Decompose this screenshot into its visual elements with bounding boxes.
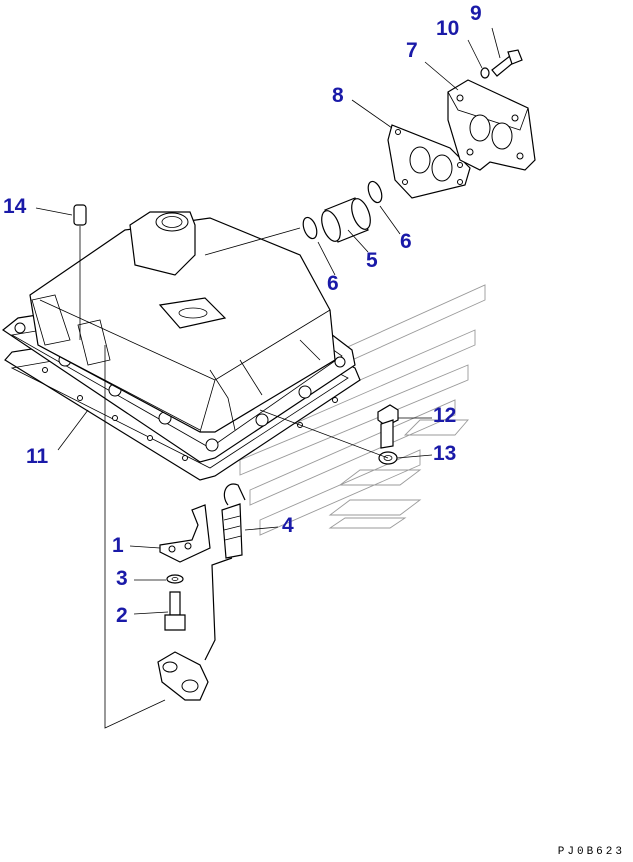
callout-3: 3 — [116, 567, 128, 590]
callout-10: 10 — [436, 17, 460, 40]
callout-7: 7 — [406, 39, 418, 62]
callout-5: 5 — [366, 249, 378, 272]
cover-bolt — [259, 404, 399, 465]
bracket-washer — [166, 574, 184, 584]
bracket — [159, 504, 211, 563]
breather-hose — [204, 483, 246, 661]
dowel-pin — [73, 204, 87, 340]
callout-12: 12 — [433, 404, 457, 427]
flange-gasket — [387, 124, 471, 199]
callout-9: 9 — [470, 2, 482, 25]
callout-6-lower: 6 — [327, 272, 339, 295]
flange — [447, 79, 536, 171]
sleeve-and-o-rings — [204, 180, 383, 256]
callout-6-upper: 6 — [400, 230, 412, 253]
assembly-guide-line — [104, 345, 166, 729]
callout-1: 1 — [112, 534, 124, 557]
hose-clamp — [157, 651, 209, 701]
callout-13: 13 — [433, 442, 457, 465]
flange-bolt — [480, 49, 523, 79]
bracket-bolt — [164, 591, 186, 631]
drawing-code: PJ0B623 — [557, 846, 625, 858]
callout-2: 2 — [116, 604, 128, 627]
callout-4: 4 — [282, 514, 294, 537]
callout-14: 14 — [3, 195, 27, 218]
leader-lines — [35, 27, 501, 615]
callout-11: 11 — [26, 445, 49, 468]
callout-8: 8 — [332, 84, 344, 107]
cover-body — [29, 211, 336, 433]
